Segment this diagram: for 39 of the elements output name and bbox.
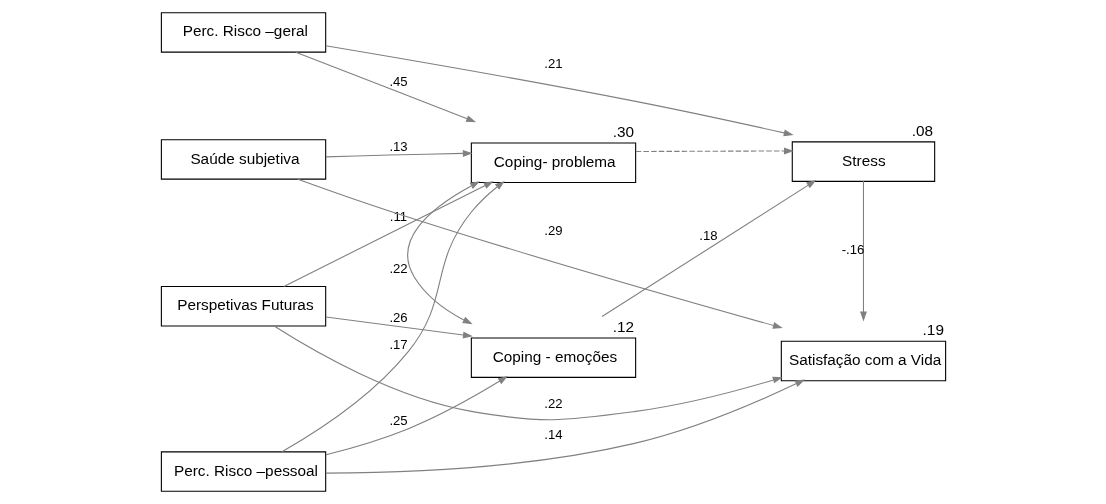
edge-label: -.16 bbox=[841, 241, 864, 257]
node-box: Coping- problema bbox=[470, 142, 636, 183]
edge-label: .11 bbox=[389, 209, 407, 225]
arrow bbox=[296, 178, 783, 329]
arrow bbox=[273, 325, 783, 421]
node-box: Perc. Risco –geral bbox=[160, 12, 326, 53]
arrow bbox=[325, 376, 508, 456]
arrow bbox=[600, 180, 816, 318]
node-box: Perc. Risco –pessoal bbox=[160, 451, 326, 492]
edge-label: .17 bbox=[388, 336, 408, 352]
edge-label: .21 bbox=[543, 56, 563, 72]
arrow bbox=[325, 149, 473, 158]
node-box: Perspetivas Futuras bbox=[160, 285, 326, 327]
node-label: .19 bbox=[922, 320, 944, 338]
node-box: Coping - emoções bbox=[470, 337, 636, 378]
arrow bbox=[324, 316, 473, 339]
arrow bbox=[324, 379, 805, 474]
edge-label: .18 bbox=[698, 228, 718, 244]
edge-label: .29 bbox=[543, 222, 563, 238]
arrow bbox=[406, 181, 480, 325]
node-label: .30 bbox=[612, 122, 634, 140]
edge-label: .45 bbox=[388, 73, 408, 89]
edge-label: .25 bbox=[388, 413, 408, 429]
node-box: Saúde subjetiva bbox=[160, 139, 326, 180]
edge-label: .26 bbox=[388, 310, 408, 326]
arrow bbox=[634, 147, 794, 155]
edge-label: .22 bbox=[543, 395, 563, 411]
edge-label: .14 bbox=[543, 427, 563, 443]
arrow bbox=[280, 180, 505, 453]
edge-label: .22 bbox=[388, 261, 408, 277]
edge-label: .13 bbox=[388, 139, 408, 155]
node-label: .08 bbox=[911, 121, 933, 139]
node-label: .12 bbox=[612, 317, 634, 335]
node-box: Satisfação com a Vida bbox=[780, 340, 946, 382]
arrow bbox=[324, 45, 794, 137]
arrow bbox=[859, 180, 867, 322]
arrow bbox=[294, 51, 476, 123]
node-box: Stress bbox=[791, 141, 935, 182]
arrow bbox=[282, 181, 494, 288]
